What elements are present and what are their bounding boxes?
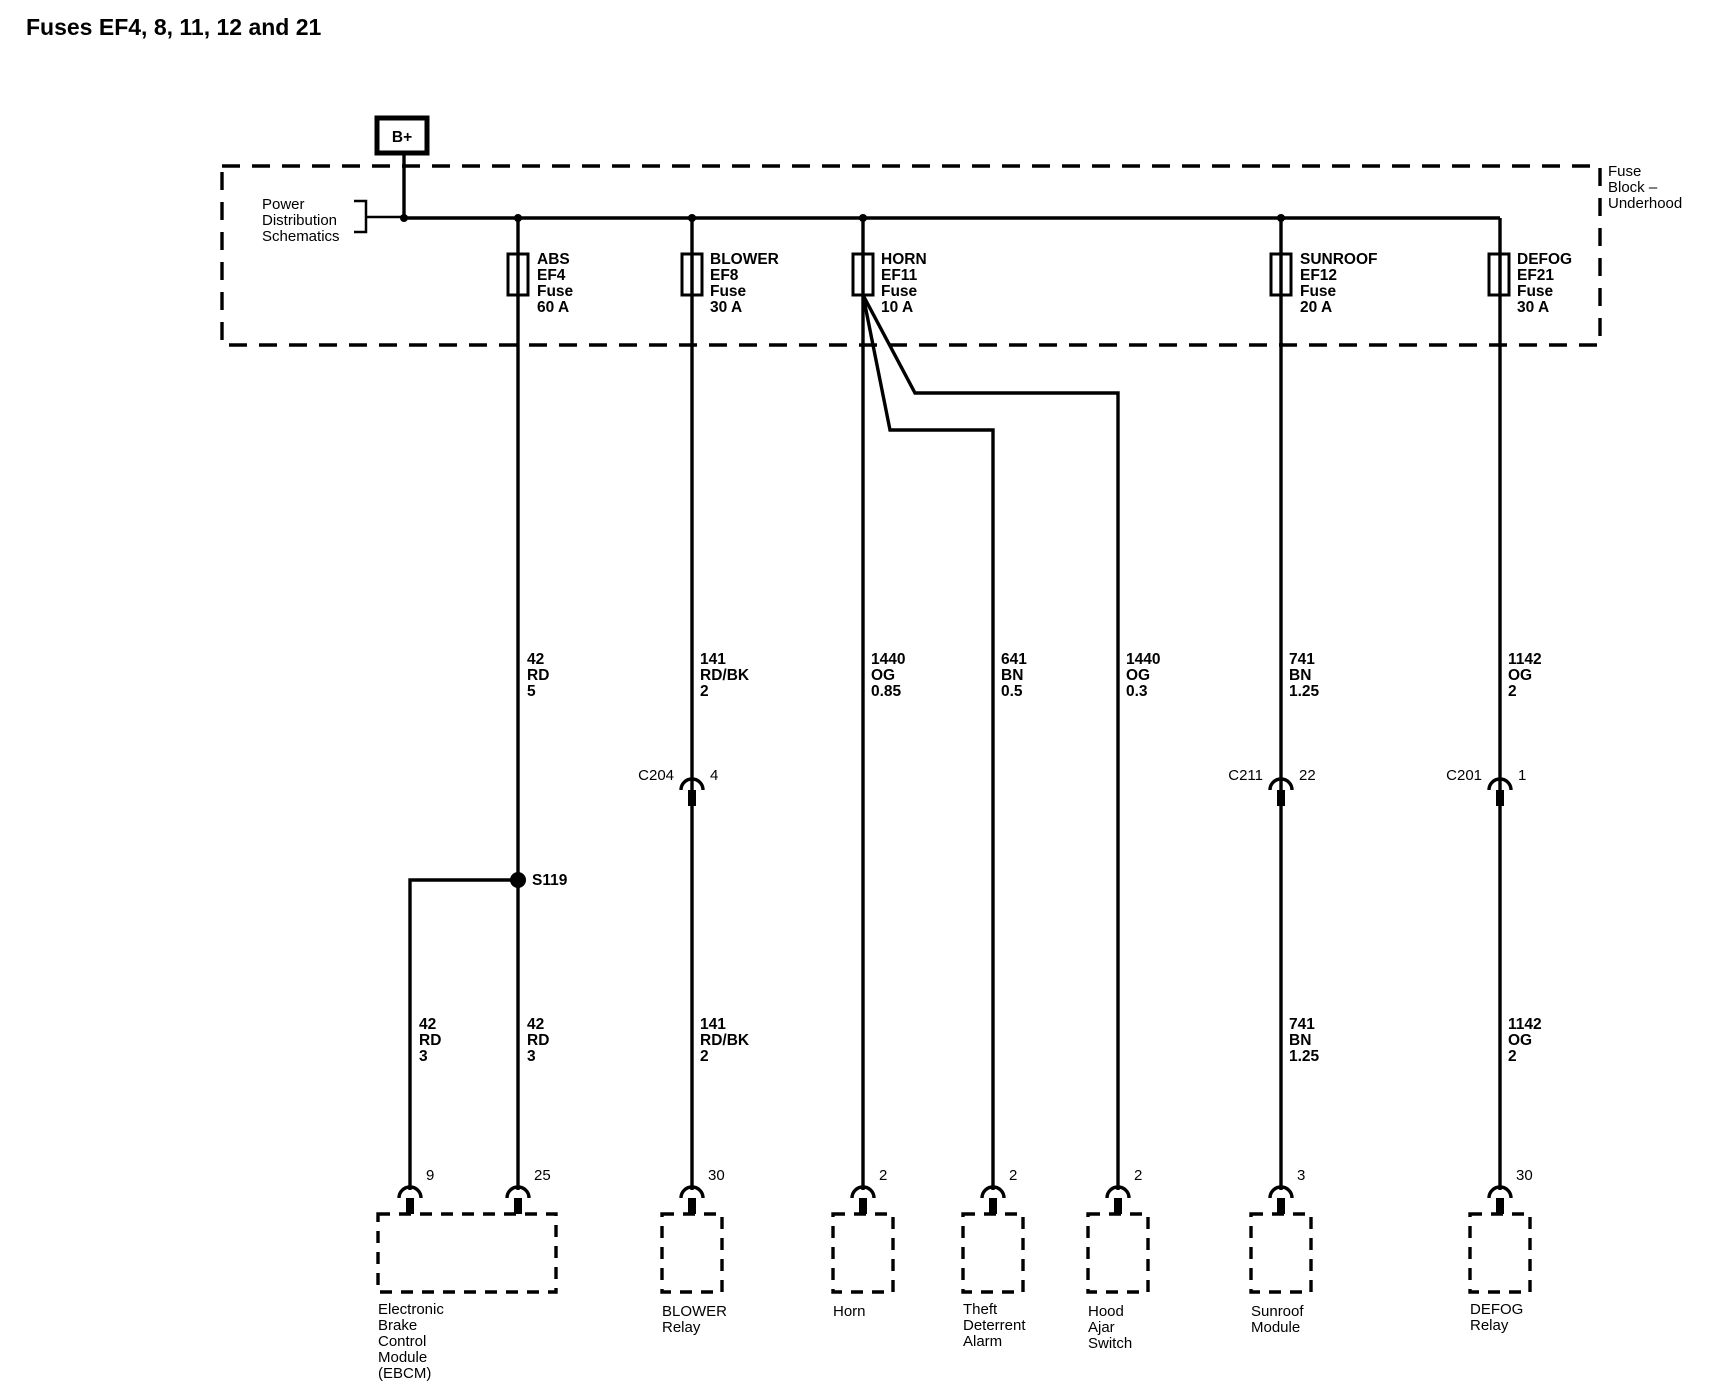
component-pin-number: 9 — [426, 1167, 434, 1184]
wire-label-lower: 741 BN 1.25 — [1289, 1016, 1320, 1065]
inline-connector-pin: 22 — [1299, 767, 1316, 784]
fuse-label-ef11: HORN EF11 Fuse 10 A — [881, 251, 931, 316]
inline-connector-name: C211 — [1228, 767, 1263, 784]
wire-label-upper: 641 BN 0.5 — [1001, 651, 1031, 700]
wire-label-upper: 741 BN 1.25 — [1289, 651, 1320, 700]
component-box-sunroof — [1249, 1212, 1313, 1294]
wire-hood-ajar-circuit — [861, 294, 1120, 1190]
splice-label: S119 — [532, 872, 568, 889]
component-terminal: 25 — [505, 1167, 551, 1214]
wire-label-lower: 42 RD 3 — [419, 1016, 446, 1065]
component-pin-number: 2 — [879, 1167, 887, 1184]
component-pin-number: 30 — [1516, 1167, 1533, 1184]
component-terminal: 30 — [679, 1167, 725, 1214]
component-label-sunroof: Sunroof Module — [1251, 1303, 1308, 1336]
inline-connector-pin: 4 — [710, 767, 718, 784]
wire-label-upper: 141 RD/BK 2 — [700, 651, 753, 700]
component-terminals: 9 25 30 2 2 2 3 30 — [397, 1167, 1533, 1214]
component-terminal: 3 — [1268, 1167, 1305, 1214]
wire-label-upper: 1142 OG 2 — [1508, 651, 1546, 700]
wire-theft-alarm-circuit — [861, 294, 995, 1190]
wire-label-upper: 1440 OG 0.3 — [1126, 651, 1165, 700]
inline-connector-name: C201 — [1446, 767, 1482, 784]
component-label-ebcm: Electronic Brake Control Module (EBCM) — [378, 1301, 448, 1382]
component-box-hood-ajar — [1086, 1212, 1150, 1294]
page-title: Fuses EF4, 8, 11, 12 and 21 — [26, 14, 322, 40]
component-box-ebcm — [376, 1212, 558, 1294]
inline-connector-c204: C204 4 — [638, 767, 718, 806]
component-label-theft-alarm: Theft Deterrent Alarm — [963, 1301, 1030, 1350]
component-terminal: 9 — [397, 1167, 434, 1214]
component-pin-number: 2 — [1009, 1167, 1017, 1184]
power-source-box: B+ — [374, 115, 430, 156]
wire-label-upper: 1440 OG 0.85 — [871, 651, 910, 700]
inline-connector-c201: C201 1 — [1446, 767, 1526, 806]
component-box-blower-relay — [660, 1212, 724, 1294]
power-distribution-bracket — [354, 199, 404, 234]
wire-label-lower: 141 RD/BK 2 — [700, 1016, 753, 1065]
component-label-hood-ajar: Hood Ajar Switch — [1088, 1303, 1132, 1352]
power-distribution-label: Power Distribution Schematics — [262, 196, 341, 245]
component-terminal: 2 — [980, 1167, 1017, 1214]
fuse-label-ef21: DEFOG EF21 Fuse 30 A — [1517, 251, 1576, 316]
wire-label-upper: 42 RD 5 — [527, 651, 554, 700]
component-terminal: 30 — [1487, 1167, 1533, 1214]
component-box-theft-alarm — [961, 1212, 1025, 1294]
inline-connector-c211: C211 22 — [1228, 767, 1316, 806]
inline-connector-pin: 1 — [1518, 767, 1526, 784]
component-pin-number: 3 — [1297, 1167, 1305, 1184]
fuse-label-ef4: ABS EF4 Fuse 60 A — [537, 251, 578, 316]
component-pin-number: 2 — [1134, 1167, 1142, 1184]
component-pin-number: 30 — [708, 1167, 725, 1184]
wire-ebcm-branch — [408, 878, 518, 1190]
splice-s119-dot — [510, 872, 526, 888]
component-label-blower-relay: BLOWER Relay — [662, 1303, 731, 1336]
fuse-block-label: Fuse Block – Underhood — [1608, 163, 1682, 212]
fuse-label-ef8: BLOWER EF8 Fuse 30 A — [710, 251, 783, 316]
component-label-horn: Horn — [833, 1303, 866, 1320]
component-terminal: 2 — [850, 1167, 887, 1214]
inline-connector-name: C204 — [638, 767, 674, 784]
wire-label-lower: 1142 OG 2 — [1508, 1016, 1546, 1065]
component-pin-number: 25 — [534, 1167, 551, 1184]
wire-label-lower: 42 RD 3 — [527, 1016, 554, 1065]
fuse-label-ef12: SUNROOF EF12 Fuse 20 A — [1300, 251, 1382, 316]
component-terminal: 2 — [1105, 1167, 1142, 1214]
component-box-horn — [831, 1212, 895, 1294]
power-source-label: B+ — [392, 129, 412, 146]
component-label-defog-relay: DEFOG Relay — [1470, 1301, 1528, 1334]
component-box-defog-relay — [1468, 1212, 1532, 1294]
